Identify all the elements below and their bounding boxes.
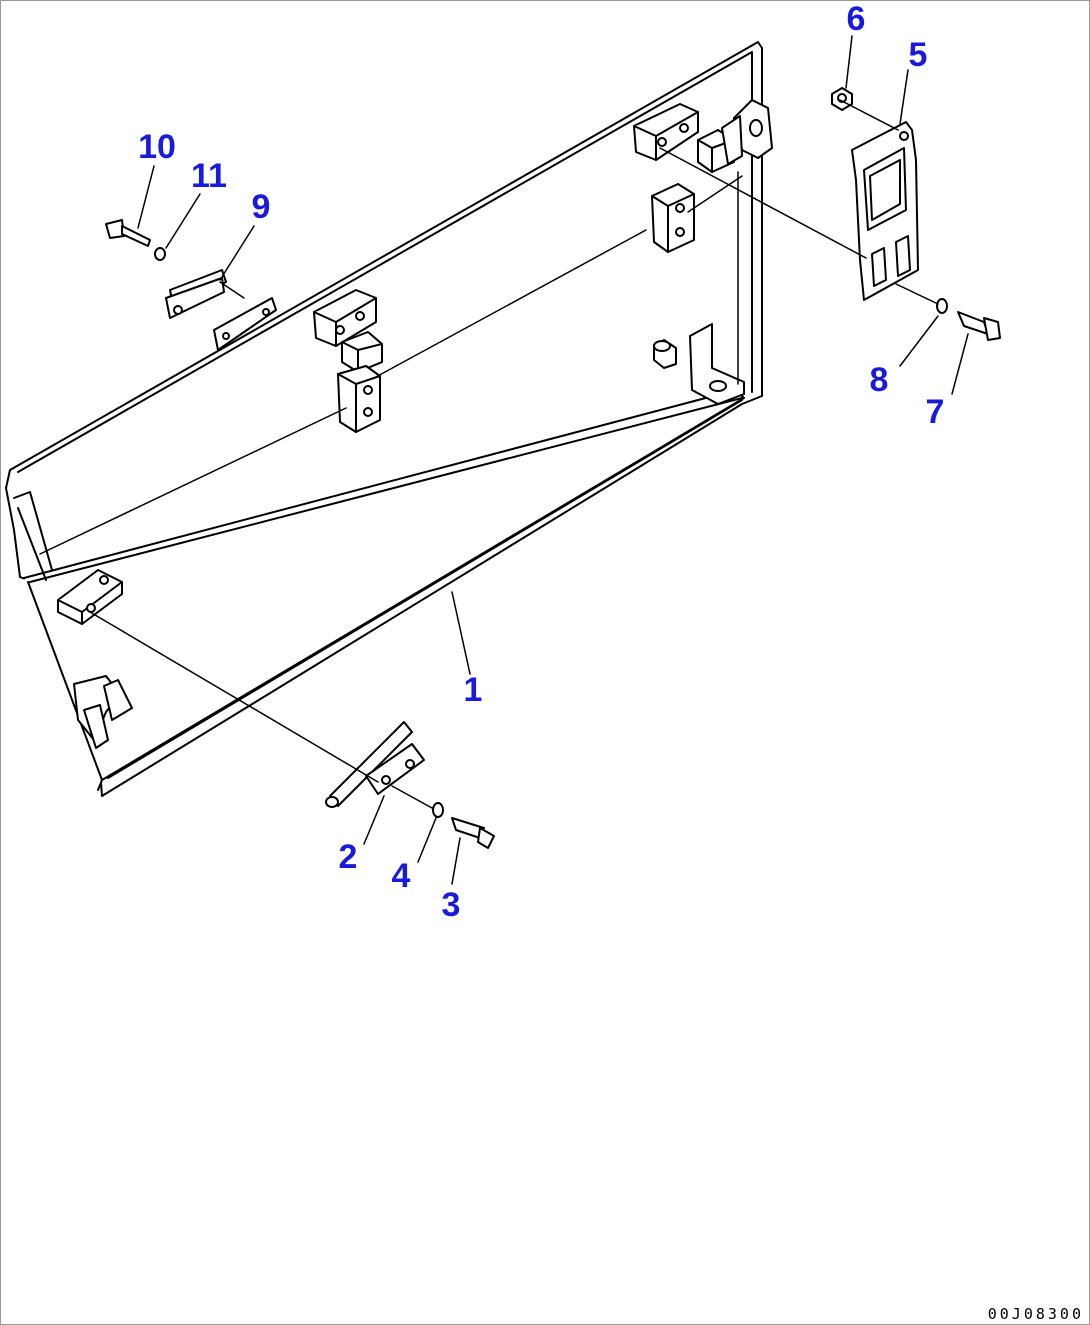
part-11-washer xyxy=(154,247,166,261)
callout-9: 9 xyxy=(251,188,271,226)
cover-panel xyxy=(5,41,763,797)
lower-clips xyxy=(73,675,133,749)
assembly-lines xyxy=(39,99,939,809)
hinge-bracket xyxy=(721,99,773,165)
callout-7: 7 xyxy=(925,393,945,431)
callout-4: 4 xyxy=(391,857,411,895)
part-6-nut xyxy=(831,87,853,111)
part-10-bolt xyxy=(105,219,151,247)
lower-right-bracket xyxy=(689,323,745,405)
drawing-code: 00J08300 xyxy=(987,1305,1084,1323)
part-2-latch xyxy=(325,721,425,808)
part-3-bolt xyxy=(451,817,495,849)
callout-1: 1 xyxy=(463,671,483,709)
part-5-bracket xyxy=(851,121,919,301)
callout-10: 10 xyxy=(138,128,176,166)
part-8-washer xyxy=(936,298,948,314)
callout-8: 8 xyxy=(869,361,889,399)
leader-lines xyxy=(137,35,969,885)
part-4-washer xyxy=(432,802,444,818)
rubber-blocks xyxy=(57,103,735,625)
part-9-bracket xyxy=(165,269,277,351)
callout-6: 6 xyxy=(846,0,866,38)
part-7-bolt xyxy=(957,311,1001,341)
callout-11: 11 xyxy=(191,157,227,195)
callout-5: 5 xyxy=(908,36,928,74)
callout-3: 3 xyxy=(441,886,461,924)
callout-2: 2 xyxy=(338,838,358,876)
